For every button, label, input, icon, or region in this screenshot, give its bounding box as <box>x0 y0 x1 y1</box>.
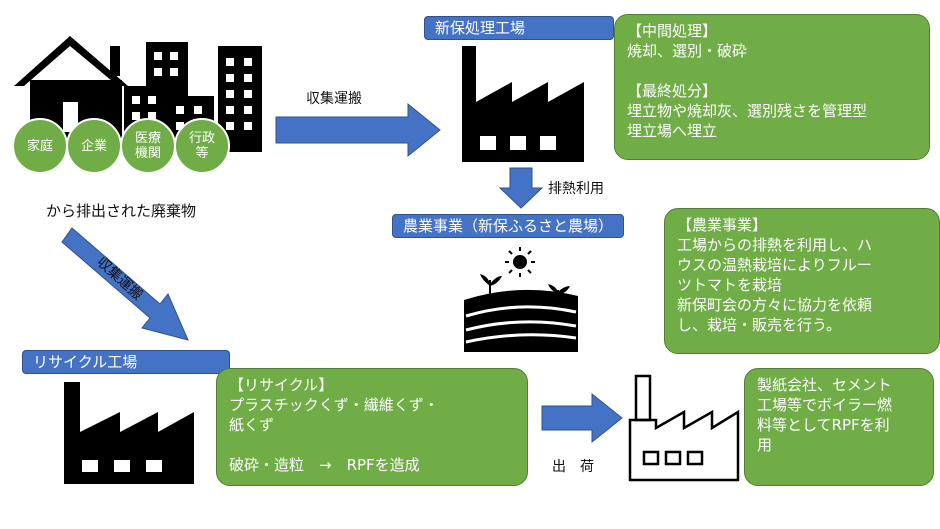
farm-icon <box>464 274 578 352</box>
factory-icon <box>64 382 194 484</box>
plant-label-recycle: リサイクル工場 <box>22 350 230 374</box>
source-government: 行政 等 <box>174 118 230 174</box>
plant-label-agri: 農業事業（新保ふるさと農場） <box>392 214 625 238</box>
box-treatment: 【中間処理】 焼却、選別・破砕 【最終処分】 埋立物や焼却灰、選別残さを管理型 … <box>614 14 930 160</box>
arrow-collect-diag <box>61 227 189 341</box>
arrow-ship <box>541 392 623 444</box>
factory-icon <box>462 46 584 162</box>
source-household: 家庭 <box>12 118 68 174</box>
outline-factory-icon <box>628 374 740 482</box>
arrow-collect-top <box>275 102 441 158</box>
source-company: 企業 <box>66 118 122 174</box>
source-caption: から排出された廃棄物 <box>46 202 197 220</box>
sun-icon <box>505 247 535 277</box>
box-customer: 製紙会社、セメント 工場等でボイラー燃 料等としてRPFを利 用 <box>744 368 934 486</box>
box-recycle: 【リサイクル】 プラスチックくず・繊維くず・ 紙くず 破砕・造粒 → RPFを造… <box>216 368 528 486</box>
arrow-label-collect-top: 収集運搬 <box>306 91 362 107</box>
arrow-heat <box>498 167 544 209</box>
box-agri: 【農業事業】 工場からの排熱を利用し、ハ ウスの温熱栽培によりフルー ツトマトを… <box>664 208 940 354</box>
arrow-label-heat: 排熱利用 <box>548 181 604 197</box>
source-medical: 医療 機関 <box>120 118 176 174</box>
arrow-label-ship: 出 荷 <box>552 459 594 475</box>
plant-label-shinpo: 新保処理工場 <box>424 16 614 40</box>
